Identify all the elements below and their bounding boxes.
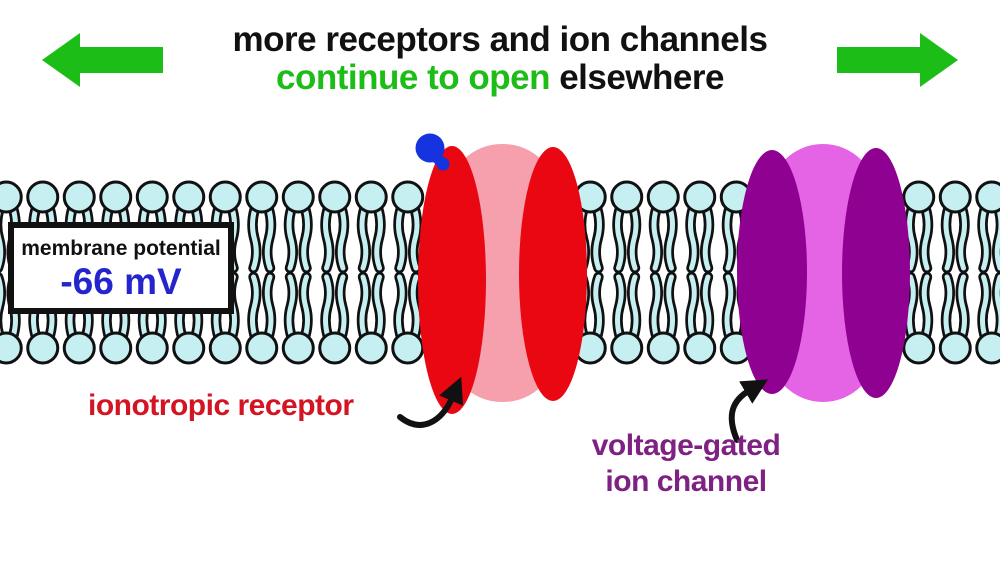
voltage-gated-channel: [737, 144, 910, 402]
ionotropic-receptor: [418, 144, 587, 414]
left-arrow-icon: [42, 33, 163, 87]
voltage-label-line-2: ion channel: [605, 465, 767, 498]
membrane-potential-box: membrane potential -66 mV: [8, 222, 234, 314]
membrane-potential-value: -66 mV: [60, 260, 182, 302]
caption-line-2: continue to open elsewhere: [0, 59, 1000, 97]
caption-line-2-rest: elsewhere: [559, 58, 724, 97]
caption-highlight: continue to open: [276, 58, 550, 97]
channel-subunit-right: [842, 148, 910, 398]
neurotransmitter-ligand-icon: [415, 133, 450, 171]
caption-line-1: more receptors and ion channels: [232, 20, 768, 59]
ligand-body: [415, 133, 445, 163]
right-arrow-icon: [837, 33, 958, 87]
membrane-potential-title: membrane potential: [21, 236, 221, 260]
receptor-subunit-left: [418, 146, 486, 414]
channel-pointer-arrow-icon: [728, 379, 769, 443]
channel-subunit-left: [737, 150, 807, 394]
ligand-tip: [436, 157, 450, 171]
header-caption: more receptors and ion channels continue…: [0, 21, 1000, 97]
voltage-label-line-1: voltage-gated: [591, 429, 781, 462]
ionotropic-receptor-label: ionotropic receptor: [88, 389, 354, 422]
receptor-pointer-arrow-icon: [397, 376, 463, 428]
voltage-gated-channel-label: voltage-gated ion channel: [553, 428, 819, 500]
receptor-subunit-right: [519, 147, 587, 401]
